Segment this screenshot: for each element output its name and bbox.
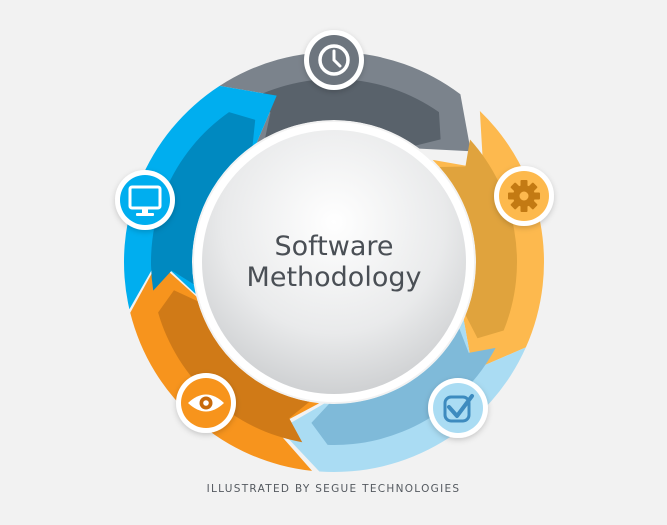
eye-icon [188, 394, 224, 412]
segment-right-bottom-inner [311, 328, 496, 445]
segment-left-top-inner [151, 112, 256, 291]
monitor-icon [128, 185, 162, 216]
check-badge [428, 378, 488, 438]
center-title-line-1: Software [274, 231, 393, 262]
clock-icon [318, 44, 350, 76]
checkbox-check-icon [443, 394, 474, 423]
illustration-credit: ILLUSTRATED BY SEGUE TECHNOLOGIES [206, 483, 461, 495]
monitor-badge [115, 170, 175, 230]
gear-icon [508, 180, 540, 212]
center-hub: Software Methodology [194, 122, 474, 402]
center-title-line-2: Methodology [247, 262, 422, 293]
segment-top-inner [245, 79, 441, 146]
segment-left-bottom-inner [158, 290, 310, 443]
